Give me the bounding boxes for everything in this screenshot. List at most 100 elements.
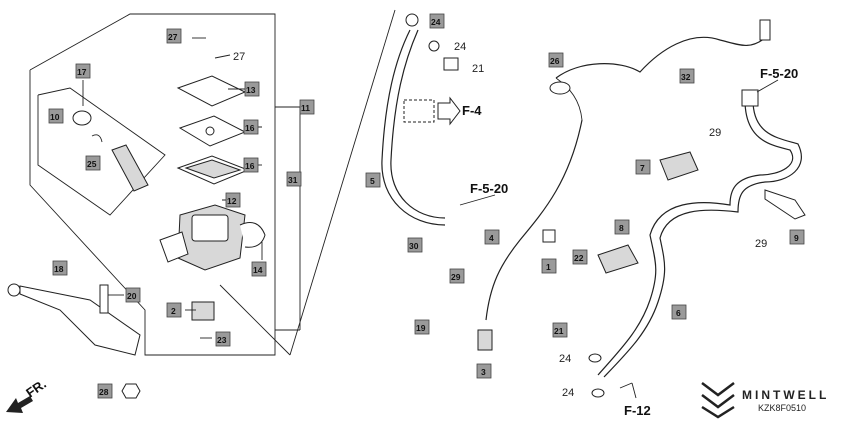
svg-text:5: 5 — [370, 176, 375, 186]
callout-2-box: 2 — [166, 302, 182, 318]
callout-29-plain-c: 29 — [755, 238, 767, 250]
callout-29-plain-b: 29 — [709, 127, 721, 139]
callout-8-box: 8 — [614, 219, 630, 235]
callout-3-box: 3 — [476, 363, 492, 379]
callout-16-box-b: 16 — [243, 157, 259, 173]
callout-22-box: 22 — [572, 249, 588, 265]
brand-name: MINTWELL — [742, 388, 829, 402]
callout-24-plain-c: 24 — [559, 353, 571, 365]
callout-1-box: 1 — [541, 258, 557, 274]
reference-f5-20-a[interactable]: F-5-20 — [470, 181, 508, 196]
abs-sensor-part — [477, 329, 493, 351]
brake-hose-left — [381, 13, 459, 226]
callout-24-plain-b: 24 — [454, 41, 466, 53]
callout-28-box: 28 — [97, 383, 113, 399]
svg-text:13: 13 — [246, 85, 256, 95]
svg-text:22: 22 — [574, 253, 584, 263]
reference-f12[interactable]: F-12 — [624, 403, 651, 418]
front-arrow-icon: FR. — [6, 376, 49, 413]
callout-21-box-b: 21 — [552, 322, 568, 338]
callout-31-box: 31 — [286, 171, 302, 187]
callout-29-box-a: 29 — [449, 268, 465, 284]
svg-text:19: 19 — [416, 323, 426, 333]
brake-lever-part — [7, 283, 141, 356]
f4-reference-part — [403, 96, 461, 126]
svg-text:3: 3 — [481, 367, 486, 377]
callout-7-box: 7 — [635, 159, 651, 175]
svg-text:10: 10 — [50, 112, 60, 122]
abs-sensor-line — [485, 19, 771, 321]
svg-text:23: 23 — [217, 335, 227, 345]
reference-f5-20-b[interactable]: F-5-20 — [760, 66, 798, 81]
svg-text:17: 17 — [77, 67, 87, 77]
reservoir-cap-part — [176, 75, 247, 107]
washer-part-bottom — [588, 353, 605, 398]
callout-10-box: 10 — [48, 108, 64, 124]
svg-text:27: 27 — [168, 32, 178, 42]
callout-32-box: 32 — [679, 68, 695, 84]
callout-6-box: 6 — [671, 304, 687, 320]
callout-13-box: 13 — [244, 81, 260, 97]
callout-20-box: 20 — [125, 287, 141, 303]
svg-text:28: 28 — [99, 387, 109, 397]
callout-27-box-a: 27 — [166, 28, 182, 44]
svg-text:16: 16 — [245, 161, 255, 171]
svg-text:29: 29 — [451, 272, 461, 282]
bracket-part — [597, 151, 699, 274]
svg-text:12: 12 — [227, 196, 237, 206]
diaphragm-part — [176, 155, 250, 185]
callout-12-box: 12 — [225, 192, 241, 208]
brake-pipe-right — [597, 89, 806, 378]
nut-part — [121, 383, 141, 399]
svg-text:32: 32 — [681, 72, 691, 82]
grommet-part — [542, 81, 571, 243]
callout-11-box: 11 — [299, 99, 315, 115]
svg-text:31: 31 — [288, 175, 298, 185]
svg-text:20: 20 — [127, 291, 137, 301]
master-cylinder-body-part — [159, 204, 266, 271]
callout-19-box: 19 — [414, 319, 430, 335]
callout-21-plain-a: 21 — [472, 63, 484, 75]
callout-27-plain-b: 27 — [233, 51, 245, 63]
callout-25-box: 25 — [85, 155, 101, 171]
svg-text:14: 14 — [253, 265, 263, 275]
svg-text:24: 24 — [431, 17, 441, 27]
svg-text:30: 30 — [409, 241, 419, 251]
svg-text:2: 2 — [171, 306, 176, 316]
callout-4-box: 4 — [484, 229, 500, 245]
svg-text:16: 16 — [245, 123, 255, 133]
svg-text:18: 18 — [54, 264, 64, 274]
svg-text:4: 4 — [489, 233, 494, 243]
piston-part — [72, 110, 149, 192]
diaphragm-plate-part — [178, 115, 247, 147]
callout-5-box: 5 — [365, 172, 381, 188]
svg-text:7: 7 — [640, 163, 645, 173]
callout-24-box-a: 24 — [429, 13, 445, 29]
callout-24-plain-d: 24 — [562, 387, 574, 399]
callout-17-box: 17 — [75, 63, 91, 79]
leader-lines — [82, 79, 779, 399]
svg-text:1: 1 — [546, 262, 551, 272]
callout-23-box: 23 — [215, 331, 231, 347]
svg-text:9: 9 — [794, 233, 799, 243]
callout-30-box: 30 — [407, 237, 423, 253]
callout-9-box: 9 — [789, 229, 805, 245]
switch-part — [191, 301, 215, 321]
pivot-bolt-part — [99, 284, 109, 314]
callout-18-box: 18 — [52, 260, 68, 276]
reference-f4[interactable]: F-4 — [462, 103, 482, 118]
brand-logo-icon — [701, 382, 735, 419]
svg-text:21: 21 — [554, 326, 564, 336]
svg-text:25: 25 — [87, 159, 97, 169]
svg-text:8: 8 — [619, 223, 624, 233]
svg-text:FR.: FR. — [23, 376, 49, 400]
callout-14-box: 14 — [251, 261, 267, 277]
svg-text:26: 26 — [550, 56, 560, 66]
svg-text:11: 11 — [301, 103, 310, 113]
callout-26-box: 26 — [548, 52, 564, 68]
svg-text:6: 6 — [676, 308, 681, 318]
callout-16-box-a: 16 — [243, 119, 259, 135]
diagram-code: KZK8F0510 — [758, 403, 806, 413]
screw-part-top — [192, 37, 231, 59]
